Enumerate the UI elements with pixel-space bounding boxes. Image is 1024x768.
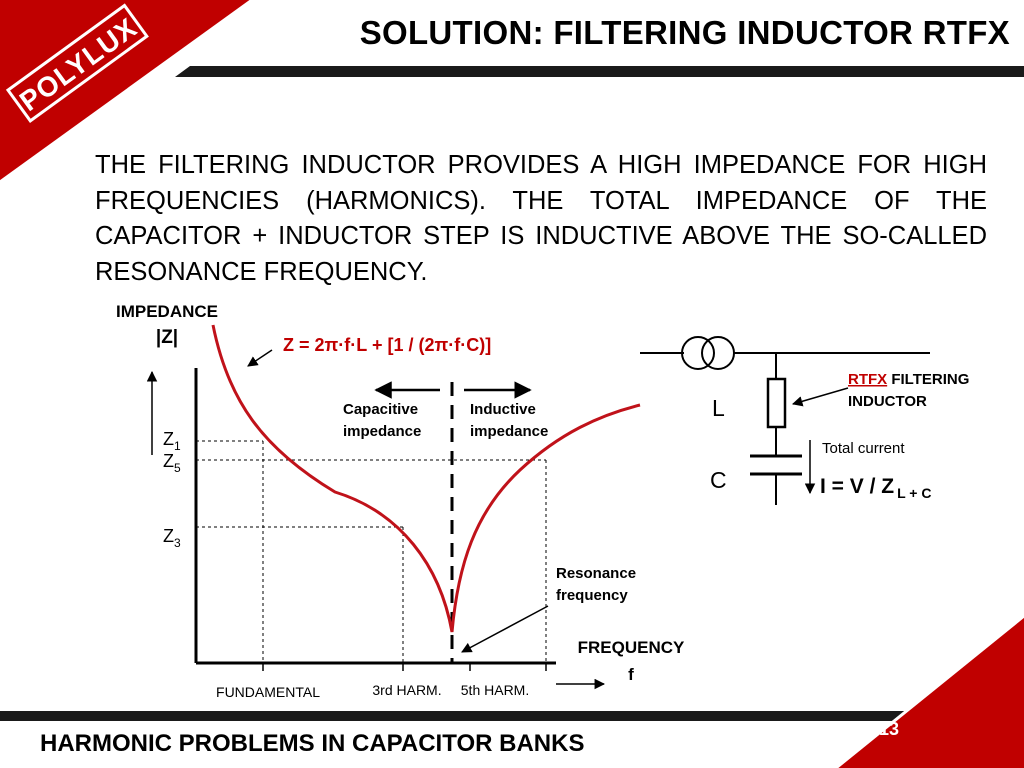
footer-band	[0, 711, 1024, 721]
footer-title: HARMONIC PROBLEMS IN CAPACITOR BANKS	[40, 730, 585, 757]
formula-pointer	[247, 349, 273, 367]
resonance-label-line2: frequency	[556, 587, 628, 604]
y-axis-title: IMPEDANCE	[116, 302, 218, 321]
rtfx-label: RTFX FILTERING	[848, 371, 969, 388]
impedance-curve	[211, 324, 641, 633]
inductor-word: INDUCTOR	[848, 393, 927, 410]
tick-label-5th: 5th HARM.	[461, 682, 529, 698]
inductor-symbol-icon	[766, 377, 787, 429]
intro-paragraph: THE FILTERING INDUCTOR PROVIDES A HIGH I…	[95, 151, 987, 286]
x-axis-title: FREQUENCY	[578, 638, 685, 657]
x-axis-symbol: f	[628, 665, 634, 684]
inductor-label: L	[712, 395, 725, 421]
slide-title: SOLUTION: FILTERING INDUCTOR RTFX	[359, 14, 1010, 51]
total-current-label: Total current	[822, 440, 905, 457]
resonance-label-line1: Resonance	[556, 565, 636, 582]
impedance-formula: Z = 2π·f·L + [1 / (2π·f·C)]	[283, 335, 491, 355]
tick-label-3rd: 3rd HARM.	[372, 682, 441, 698]
z1-label: Z1	[163, 429, 181, 453]
y-axis-symbol: |Z|	[156, 327, 178, 348]
inductor-pointer	[791, 387, 849, 407]
capacitor-label: C	[710, 467, 727, 493]
z5-label: Z5	[163, 451, 181, 475]
z3-label: Z3	[163, 526, 181, 550]
header-band	[175, 66, 1024, 77]
inductive-label-line1: Inductive	[470, 401, 536, 418]
corner-edge-bottom-right	[835, 614, 1024, 768]
inductive-label-line2: impedance	[470, 423, 548, 440]
page-number: 6/13	[864, 719, 900, 739]
corner-edge-top-left	[0, 0, 253, 184]
capacitive-label-line2: impedance	[343, 423, 421, 440]
transformer-coil-2-icon	[701, 336, 735, 370]
capacitive-label-line1: Capacitive	[343, 401, 418, 418]
tick-label-fundamental: FUNDAMENTAL	[216, 684, 320, 700]
transformer-coil-1-icon	[681, 336, 715, 370]
rtfx-brand: RTFX	[848, 371, 887, 388]
circuit-schematic	[640, 336, 930, 505]
resonance-pointer	[461, 605, 549, 653]
